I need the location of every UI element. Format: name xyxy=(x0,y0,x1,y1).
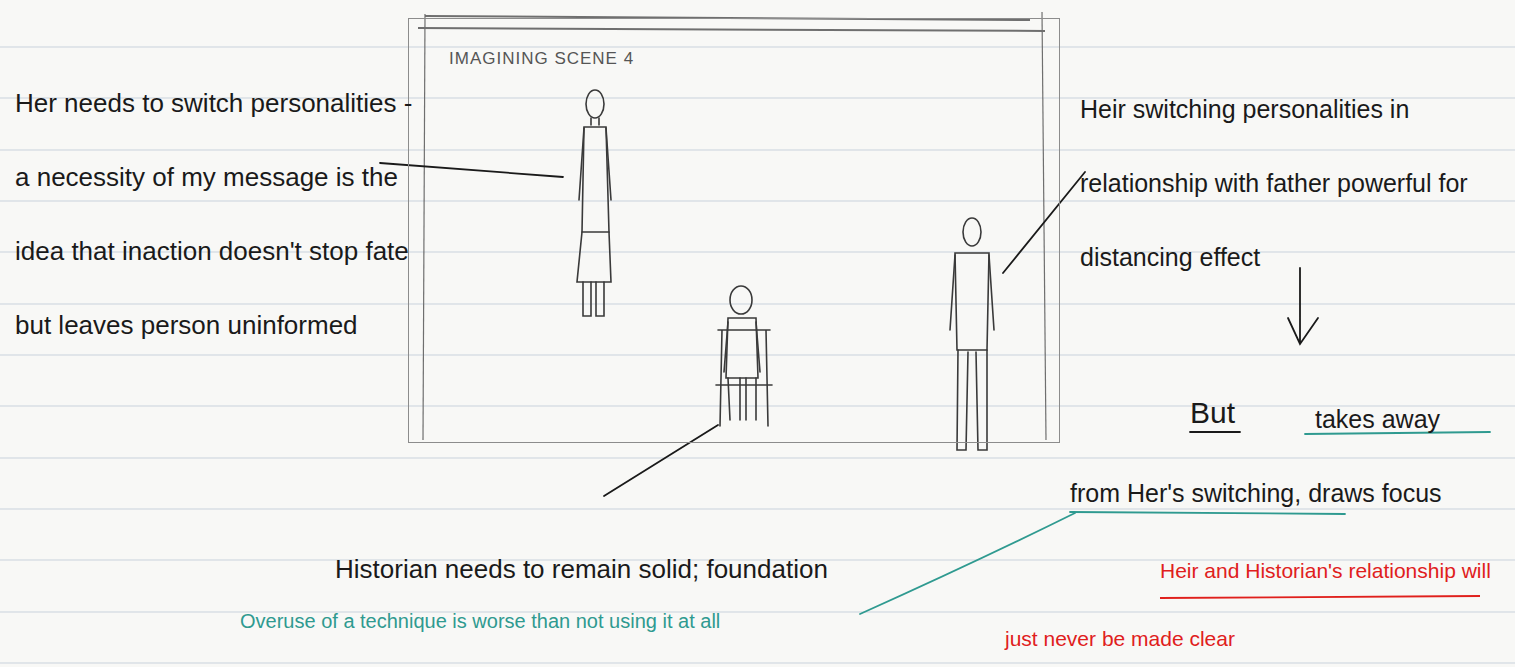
figure-coat xyxy=(582,127,609,232)
figure-arms xyxy=(579,128,611,200)
sketch-stroke xyxy=(423,14,425,440)
figure-arms xyxy=(950,255,994,330)
figure-torso xyxy=(955,253,989,350)
ruled-line xyxy=(0,150,1515,151)
handwritten-note: Historian needs to remain solid; foundat… xyxy=(335,549,975,589)
ruled-line xyxy=(0,612,1515,613)
figure-skirt xyxy=(577,232,611,282)
ruled-line xyxy=(0,201,1515,202)
leader-line xyxy=(604,425,718,496)
handwritten-note: Overuse of a technique is worse than not… xyxy=(240,606,920,636)
ruled-line xyxy=(0,509,1515,510)
scene-heading: IMAGINING SCENE 4 xyxy=(409,19,1059,69)
teal-underline xyxy=(1070,512,1345,514)
ruled-line xyxy=(0,663,1515,664)
sketch-stroke xyxy=(1042,12,1046,440)
ruled-line xyxy=(0,47,1515,48)
figure-heir xyxy=(950,218,994,450)
stage-frame: IMAGINING SCENE 4 xyxy=(408,18,1060,443)
emphasis-word: But xyxy=(1190,376,1270,450)
handwritten-note: takes away from Her's switching, draws f… xyxy=(1070,382,1480,530)
figure-boots xyxy=(583,282,604,316)
ruled-line xyxy=(0,304,1515,305)
figure-head xyxy=(730,286,752,314)
teal-leader xyxy=(860,513,1075,614)
frame-sketch-strokes xyxy=(418,12,1046,440)
leader-lines xyxy=(380,163,1318,496)
ruled-line xyxy=(0,406,1515,407)
ruled-line xyxy=(0,458,1515,459)
red-underline xyxy=(1160,596,1480,598)
handwritten-note: Heir and Historian's relationship will j… xyxy=(1005,537,1510,667)
handwritten-note: Her needs to switch personalities - a ne… xyxy=(15,66,415,362)
handwritten-note: Heir switching personalities in relation… xyxy=(1080,72,1512,294)
figure-neck xyxy=(591,118,599,125)
figure-head xyxy=(963,218,981,246)
sketch-stroke xyxy=(418,28,1045,31)
figure-her xyxy=(577,90,611,316)
figure-legs xyxy=(957,350,987,450)
figure-torso xyxy=(726,318,758,378)
teal-marks xyxy=(860,432,1490,614)
leader-line xyxy=(1003,172,1085,273)
down-arrow xyxy=(1288,268,1318,344)
chair-seat xyxy=(716,384,772,386)
figure-head xyxy=(586,90,604,118)
figure-historian xyxy=(716,286,772,426)
figure-arms xyxy=(724,322,760,372)
underline xyxy=(1190,431,1240,433)
